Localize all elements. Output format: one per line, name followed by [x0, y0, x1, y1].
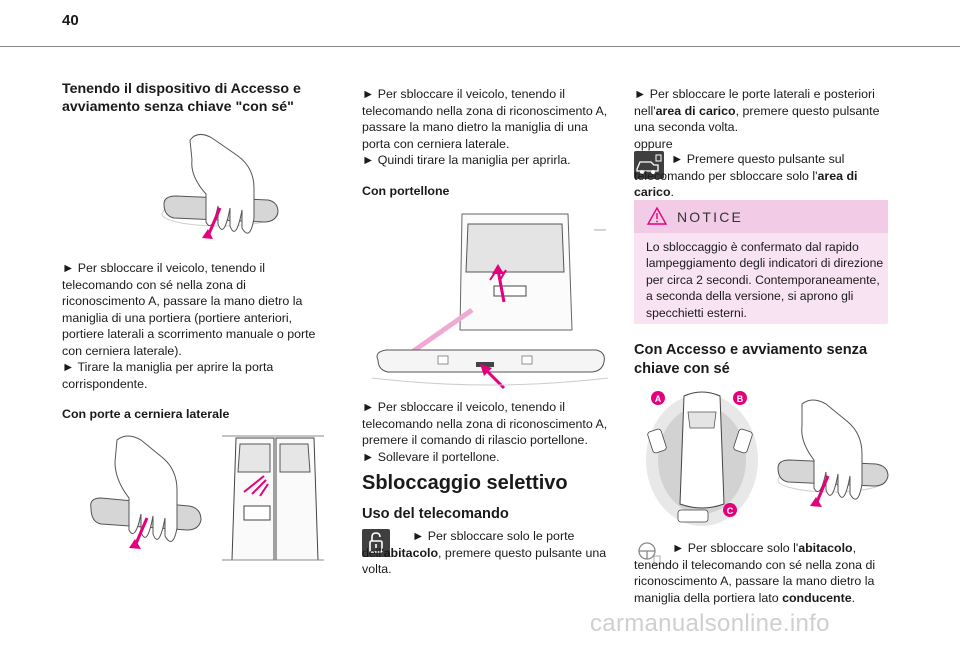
cargo-remote-bold-1: area di — [817, 168, 858, 183]
paragraph-lift-tailgate: ► Sollevare il portellone. — [362, 449, 500, 464]
paragraph-unlock-handle: ► Per sbloccare il veicolo, tenendo il t… — [62, 261, 316, 358]
selective-unlock-section: Sbloccaggio selettivo Uso del telecomand… — [362, 471, 612, 524]
cargo-remote-bold-2: carico — [634, 185, 671, 199]
heading-remote-use: Uso del telecomando — [362, 506, 509, 522]
cargo-unlock-post: , premere questo pulsante una seconda vo… — [634, 103, 880, 135]
column-1-body: ► Per sbloccare il veicolo, tenendo il t… — [62, 260, 330, 423]
warning-triangle-icon — [646, 206, 668, 225]
header-rule — [0, 46, 960, 47]
label-hinged-doors: Con porte a cerniera laterale — [62, 407, 230, 421]
notice-box: NOTICE Lo sbloccaggio è confermato dal r… — [634, 200, 888, 324]
zone-label-a: A — [655, 394, 662, 404]
column-2-body: ► Per sbloccare il veicolo, tenendo il t… — [362, 399, 612, 465]
paragraph-cabin-unlock: ► Per sbloccare solo le porte dell'abita… — [362, 528, 612, 578]
notice-title: NOTICE — [677, 209, 744, 225]
cargo-unlock-bold: area di carico — [655, 103, 736, 118]
label-tailgate: Con portellone — [362, 183, 450, 198]
page-number: 40 — [62, 12, 79, 29]
column-2: ► Per sbloccare il veicolo, tenendo il t… — [362, 86, 612, 199]
keyless-section: Con Accesso e avviamento senza chiave co… — [634, 341, 890, 379]
driver-unlock-bold-2: conducente — [782, 590, 852, 605]
column-1: Tenendo il dispositivo di Accesso e avvi… — [62, 80, 330, 116]
paragraph-pull-open: ► Quindi tirare la maniglia per aprirla. — [362, 153, 571, 167]
cabin-unlock-pre: ► Per sbloccare solo le porte dell' — [362, 529, 575, 560]
side-door-hand-illustration — [90, 435, 202, 549]
cabin-unlock-post: , premere questo pulsante una volta. — [362, 545, 607, 577]
hand-on-handle-illustration-2 — [777, 399, 889, 507]
section-heading-keyless: Tenendo il dispositivo di Accesso e avvi… — [62, 81, 301, 115]
tailgate-illustration — [372, 213, 608, 390]
rear-doors-illustration — [222, 435, 324, 561]
notice-body: Lo sbloccaggio è confermato dal rapido l… — [646, 240, 884, 320]
heading-keyless-access: Con Accesso e avviamento senza chiave co… — [634, 342, 868, 377]
paragraph-driver-unlock: ► Per sbloccare solo l'abitacolo, tenend… — [634, 540, 892, 606]
driver-unlock-mid: , tenendo il telecomando con sé nella zo… — [634, 541, 876, 605]
notice-header: NOTICE — [634, 200, 888, 233]
steering-key-icon — [638, 542, 661, 565]
cargo-remote-pre: ► Premere questo pulsante sul telecomand… — [634, 152, 845, 183]
detection-zones-diagram: A B C — [646, 391, 758, 526]
zone-label-b: B — [737, 394, 744, 404]
cargo-unlock-pre: ► Per sbloccare le porte laterali e post… — [634, 87, 875, 118]
heading-selective-unlock: Sbloccaggio selettivo — [362, 472, 568, 494]
hand-on-handle-illustration — [161, 134, 279, 239]
driver-unlock-pre: ► Per sbloccare solo l' — [672, 541, 799, 555]
van-cargo-unlock-icon — [634, 151, 664, 179]
paragraph-unlock-tailgate: ► Per sbloccare il veicolo, tenendo il t… — [362, 400, 608, 447]
cabin-unlock-bold: abitacolo — [383, 545, 439, 560]
zone-label-c: C — [727, 506, 734, 516]
text-oppure: oppure — [634, 136, 673, 151]
driver-unlock-end: . — [851, 590, 856, 605]
column-3: ► Per sbloccare le porte laterali e post… — [634, 86, 890, 152]
paragraph-pull-handle: ► Tirare la maniglia per aprire la porta… — [62, 360, 274, 391]
site-watermark: carmanualsonline.info — [590, 610, 830, 637]
paragraph-unlock-hinged: ► Per sbloccare il veicolo, tenendo il t… — [362, 87, 608, 151]
driver-unlock-bold: abitacolo — [798, 541, 853, 555]
cargo-remote-end: . — [670, 185, 674, 199]
unlock-padlock-icon — [362, 529, 390, 557]
paragraph-cargo-remote: ► Premere questo pulsante sul telecomand… — [634, 151, 890, 201]
